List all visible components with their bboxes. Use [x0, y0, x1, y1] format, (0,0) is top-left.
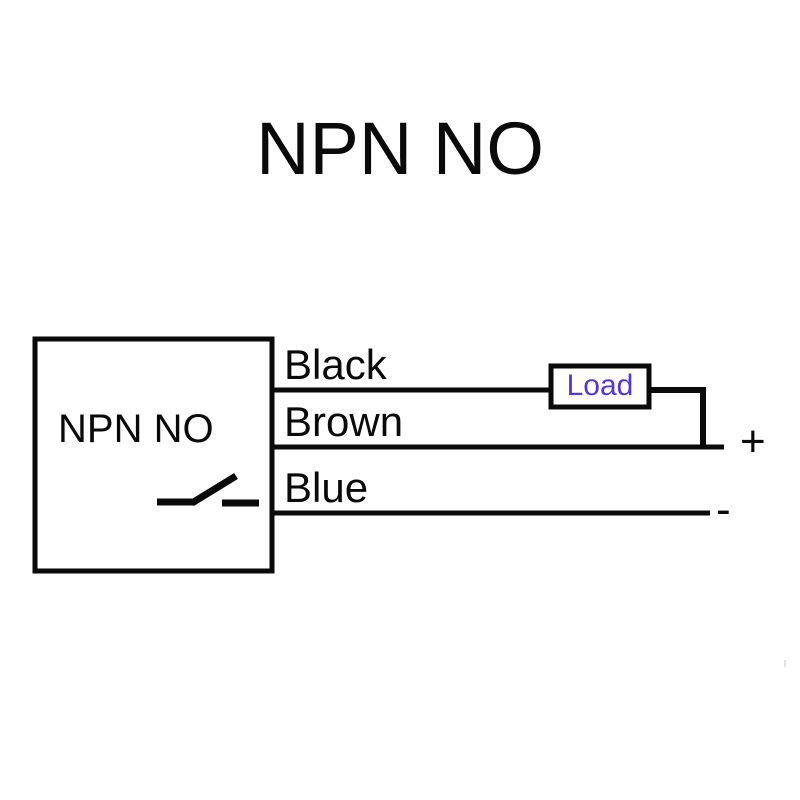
sensor-body-outline	[32, 336, 275, 574]
load-box-outline	[548, 363, 652, 410]
page-title: NPN NO	[256, 107, 544, 190]
wire-label-black: Black	[284, 341, 387, 388]
normally-open-switch-icon	[157, 473, 259, 507]
scan-artifact	[784, 660, 786, 667]
terminal-positive-symbol: +	[740, 417, 766, 466]
sensor-label: NPN NO	[58, 407, 214, 451]
load-label: Load	[566, 369, 634, 402]
terminal-negative-symbol: -	[716, 485, 731, 534]
wire-load-return	[649, 387, 706, 447]
wire-label-brown: Brown	[284, 398, 404, 445]
wire-label-blue: Blue	[284, 464, 369, 511]
